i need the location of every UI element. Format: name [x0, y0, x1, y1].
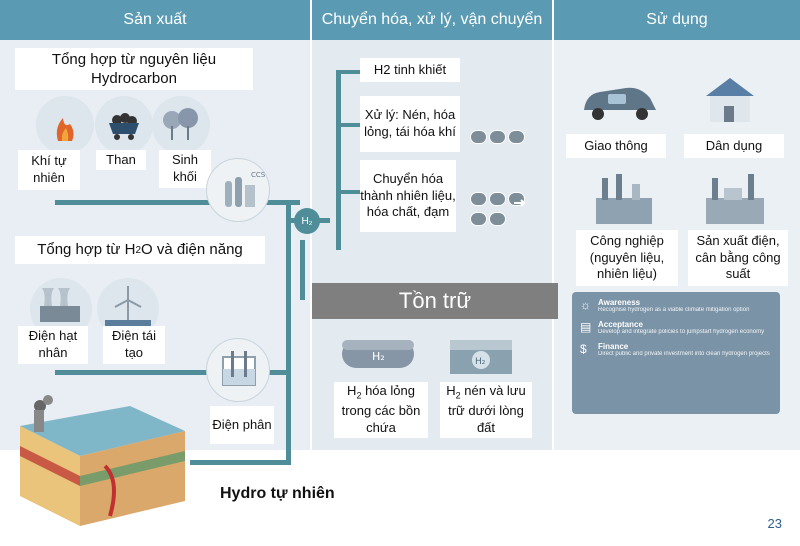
- policy-finance: $ Finance Direct public and private inve…: [580, 342, 772, 358]
- natural-hydrogen-text: Hydro tự nhiên: [220, 485, 335, 502]
- pipe-branch-processing: [338, 123, 360, 127]
- liquid-storage-sub: 2: [356, 391, 362, 402]
- fuel-conversion-box: Chuyển hóa thành nhiên liệu, hóa chất, đ…: [360, 160, 456, 232]
- pipe-h2o: [55, 370, 290, 375]
- underground-storage-box: H2 nén và lưu trữ dưới lòng đất: [440, 382, 532, 438]
- storage-title: Tồn trữ: [398, 288, 472, 313]
- pipe-storage: [300, 240, 305, 300]
- biomass-text: Sinh khối: [171, 152, 199, 184]
- pure-h2-box: H2 tinh khiết: [360, 58, 460, 82]
- house-icon: [700, 72, 760, 126]
- h2o-title-pre: Tổng hợp từ H: [37, 241, 136, 259]
- page-number-text: 23: [767, 516, 782, 531]
- residential-text: Dân dụng: [705, 137, 763, 153]
- power-plant-icon: [700, 168, 770, 228]
- electrolysis-label: Điện phân: [210, 406, 274, 444]
- pipe-network-icon: [512, 196, 526, 210]
- coal-label: Than: [96, 150, 146, 170]
- cargo-icon: [489, 212, 506, 226]
- truck-icon: [470, 130, 487, 144]
- natural-hydrogen-title: Hydro tự nhiên: [220, 485, 380, 507]
- liquid-storage-pre: H: [347, 383, 357, 399]
- coal-cart-icon: [95, 96, 153, 154]
- biomass-tree-icon: [152, 96, 210, 154]
- renewable-label: Điện tái tạo: [103, 326, 165, 364]
- underground-storage-post: nén và lưu trữ dưới lòng đất: [448, 383, 526, 435]
- pure-h2-text: H2 tinh khiết: [373, 61, 447, 77]
- natural-gas-text: Khí tự nhiên: [31, 153, 67, 185]
- underground-storage-pre: H: [446, 383, 456, 399]
- nuclear-label: Điện hạt nhân: [18, 326, 88, 364]
- finance-text: Direct public and private investment int…: [598, 351, 770, 358]
- hydrocarbon-title-text: Tổng hợp từ nguyên liệu Hydrocarbon: [51, 50, 217, 88]
- factory-icon: [588, 170, 660, 226]
- fuel-conversion-text: Chuyển hóa thành nhiên liệu, hóa chất, đ…: [360, 170, 456, 220]
- processing-text: Xử lý: Nén, hóa lỏng, tái hóa khí: [364, 107, 456, 139]
- finance-title: Finance: [598, 342, 629, 352]
- hydrocarbon-title: Tổng hợp từ nguyên liệu Hydrocarbon: [15, 48, 253, 90]
- lightbulb-icon: ☼: [580, 298, 591, 312]
- liquid-storage-post: hóa lỏng trong các bồn chứa: [341, 383, 421, 435]
- pipe-branch-fuel: [338, 190, 360, 194]
- header-conversion: Chuyển hóa, xử lý, vận chuyển: [312, 0, 552, 40]
- renewable-text: Điện tái tạo: [111, 328, 157, 360]
- power-label: Sản xuất điện, cân bằng công suất: [688, 230, 788, 286]
- header-usage-label: Sử dụng: [646, 11, 708, 28]
- transport-text: Giao thông: [584, 137, 648, 153]
- policy-box: ☼ Awareness Recognise hydrogen as a viab…: [572, 292, 780, 414]
- industry-label: Công nghiệp (nguyên liệu, nhiên liệu): [576, 230, 678, 286]
- h2o-title-sub: 2: [135, 244, 142, 256]
- header-production: Sản xuất: [0, 0, 310, 40]
- pipe-vertical-main: [286, 200, 291, 465]
- policy-acceptance: ▤ Acceptance Develop and integrate polic…: [580, 320, 772, 336]
- ship-icon: [489, 130, 506, 144]
- acceptance-text: Develop and integrate policies to jumpst…: [598, 329, 765, 336]
- pipe-branch-pure: [338, 70, 360, 74]
- page-number: 23: [752, 516, 782, 534]
- reformer-plant-icon: CCS: [206, 158, 270, 222]
- pipe-natural: [190, 460, 291, 465]
- nuclear-text: Điện hạt nhân: [28, 328, 78, 360]
- awareness-text: Recognise hydrogen as a viable climate m…: [598, 307, 750, 313]
- electrolysis-text: Điện phân: [212, 416, 272, 432]
- underground-storage-sub: 2: [455, 391, 461, 402]
- container-icon: [470, 212, 487, 226]
- tanker-icon: [470, 192, 487, 206]
- geology-illustration: [10, 386, 190, 536]
- processing-box: Xử lý: Nén, hóa lỏng, tái hóa khí: [360, 96, 460, 152]
- transport-label: Giao thông: [566, 134, 666, 158]
- power-text: Sản xuất điện, cân bằng công suất: [695, 232, 781, 282]
- biomass-label: Sinh khối: [159, 150, 211, 188]
- barge-icon: [489, 192, 506, 206]
- document-icon: ▤: [580, 320, 592, 335]
- pipe-branch-vertical: [336, 70, 341, 250]
- money-icon: $: [580, 342, 587, 357]
- svg-text:CCS: CCS: [251, 171, 266, 179]
- acceptance-title: Acceptance: [598, 320, 643, 330]
- hub-label: H₂: [301, 215, 313, 227]
- tank-label: H₂: [372, 350, 385, 363]
- pipe-hydrocarbon: [55, 200, 300, 205]
- policy-awareness: ☼ Awareness Recognise hydrogen as a viab…: [580, 298, 772, 314]
- residential-label: Dân dụng: [684, 134, 784, 158]
- coal-text: Than: [106, 151, 136, 167]
- cavern-label: H₂: [475, 357, 486, 367]
- fire-icon: [36, 96, 94, 154]
- h2o-title-post: O và điện năng: [141, 241, 243, 259]
- electrolyzer-icon: [206, 338, 270, 402]
- header-production-label: Sản xuất: [123, 11, 187, 28]
- pipeline-icon: [508, 130, 525, 144]
- natural-gas-label: Khí tự nhiên: [18, 150, 80, 190]
- underground-cavern-icon: H₂: [448, 336, 514, 378]
- car-icon: [578, 76, 662, 126]
- awareness-title: Awareness: [598, 298, 641, 307]
- liquid-tank-icon: H₂: [336, 326, 420, 380]
- header-conversion-label: Chuyển hóa, xử lý, vận chuyển: [321, 11, 543, 28]
- storage-bar: Tồn trữ: [312, 283, 558, 319]
- header-usage: Sử dụng: [554, 0, 800, 40]
- industry-text: Công nghiệp (nguyên liệu, nhiên liệu): [589, 232, 665, 282]
- liquid-storage-box: H2 hóa lỏng trong các bồn chứa: [334, 382, 428, 438]
- h2-hub-icon: H₂: [294, 208, 320, 234]
